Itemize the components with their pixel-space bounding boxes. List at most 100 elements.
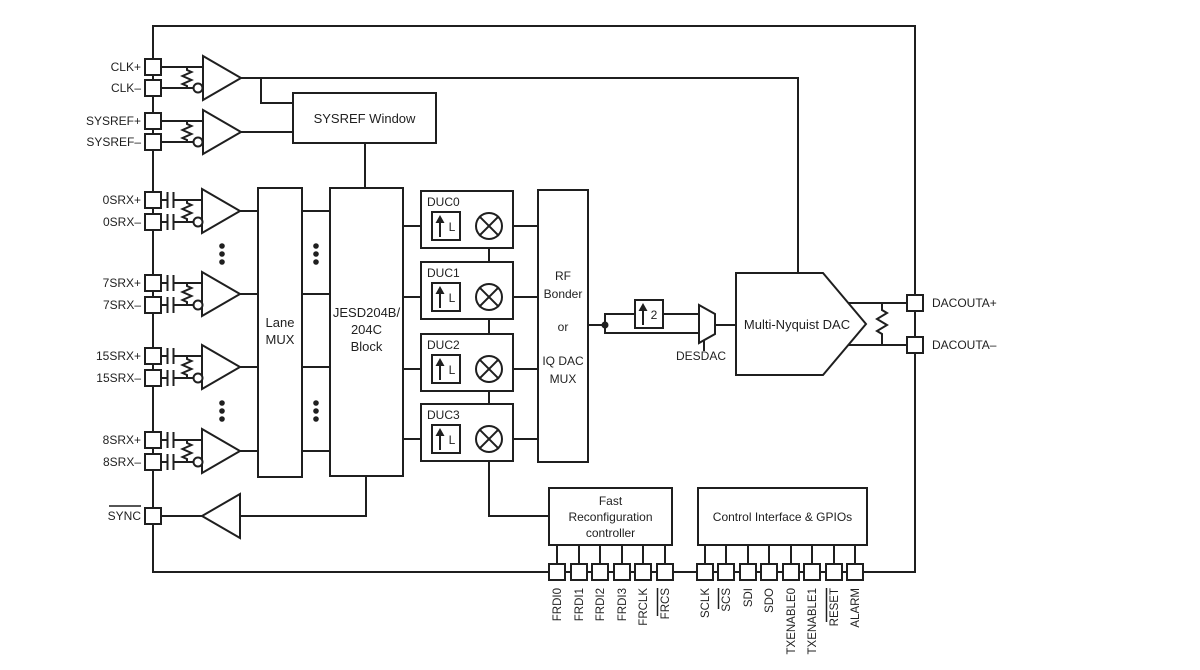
pin-sclk [696, 563, 714, 581]
rf-mux-line2: Bonder [544, 287, 583, 301]
pin-dacouta-plus [906, 294, 924, 312]
multi-nyquist-dac-block: Multi-Nyquist DAC [735, 272, 868, 376]
pin-label-sclk: SCLK [700, 588, 712, 618]
duc0-block: DUC0 L [420, 190, 514, 249]
capacitor-icon [166, 214, 175, 230]
sysref-window-label: SYSREF Window [314, 111, 416, 126]
pin-frdi3 [613, 563, 631, 581]
dac-output-wires [847, 302, 908, 346]
pin-label-8srx-plus: 8SRX+ [103, 433, 141, 447]
ellipsis-dots [219, 243, 319, 422]
duc1-block: DUC1 L [420, 261, 514, 320]
pin-label-clk-plus: CLK+ [111, 60, 141, 74]
inverting-bubble-icon [192, 299, 204, 311]
capacitor-icon [166, 297, 175, 313]
up-arrow-icon [638, 303, 648, 311]
pin-7srx-minus [144, 296, 162, 314]
pin-sysref-plus [144, 112, 162, 130]
inverting-bubble-icon [192, 216, 204, 228]
rf-bonder-mux-block: RF Bonder or IQ DAC MUX [537, 189, 589, 463]
resistor-icon [180, 66, 194, 89]
pin-label-0srx-minus: 0SRX– [103, 215, 141, 229]
srx-wires [160, 199, 259, 463]
interpolator-box [431, 424, 461, 454]
pin-label-frdi3: FRDI3 [617, 588, 629, 621]
fast-reconfig-line2: Reconfiguration [568, 510, 652, 524]
up-arrow-icon [435, 286, 445, 294]
jesd-label-line2: 204C [351, 322, 382, 337]
pin-clk-minus [144, 79, 162, 97]
interpolator-l-label: L [449, 363, 456, 377]
interpolator-l-label: L [449, 220, 456, 234]
fast-reconfig-line1: Fast [599, 494, 623, 508]
sysref-window-block: SYSREF Window [292, 92, 437, 144]
lane-mux-block: Lane MUX [257, 187, 303, 478]
sync-buffer-icon [200, 492, 241, 540]
jesd-label-line3: Block [351, 339, 383, 354]
pin-frclk [634, 563, 652, 581]
pin-frcs [656, 563, 674, 581]
desdac-label: DESDAC [676, 349, 726, 363]
interpolator-box [431, 354, 461, 384]
capacitor-icon [166, 432, 175, 448]
pin-label-8srx-minus: 8SRX– [103, 455, 141, 469]
interpolator-box [431, 282, 461, 312]
pin-15srx-minus [144, 369, 162, 387]
pin-sdo [760, 563, 778, 581]
pin-label-sdo: SDO [764, 588, 776, 613]
pin-8srx-plus [144, 431, 162, 449]
pin-15srx-plus [144, 347, 162, 365]
pin-label-clk-minus: CLK– [111, 81, 141, 95]
lane-mux-label-line2: MUX [266, 332, 295, 347]
duc3-block: DUC3 L [420, 403, 514, 462]
pin-label-15srx-plus: 15SRX+ [96, 349, 141, 363]
interpolator-l-label: L [449, 291, 456, 305]
capacitor-icon [166, 348, 175, 364]
desdac-mux: DESDAC [676, 303, 726, 363]
interpolator-l-label: L [449, 433, 456, 447]
pin-sysref-minus [144, 133, 162, 151]
pin-label-frclk: FRCLK [638, 588, 650, 626]
interpolator-2-label: 2 [651, 308, 658, 322]
dac-label: Multi-Nyquist DAC [744, 317, 850, 332]
rf-mux-line3: or [558, 320, 569, 334]
pin-0srx-minus [144, 213, 162, 231]
fast-reconfig-block: Fast Reconfiguration controller [548, 487, 673, 546]
up-arrow-icon [435, 428, 445, 436]
capacitor-icon [166, 275, 175, 291]
clock-wires [160, 66, 799, 274]
pin-frdi0 [548, 563, 566, 581]
resistor-icon [180, 120, 194, 143]
pin-frdi1 [570, 563, 588, 581]
rf-mux-line5: MUX [550, 372, 577, 386]
termination-resistor-icon [875, 302, 889, 346]
control-interface-label: Control Interface & GPIOs [713, 510, 852, 524]
pin-8srx-minus [144, 453, 162, 471]
pin-label-7srx-minus: 7SRX– [103, 298, 141, 312]
duc2-label: DUC2 [427, 338, 460, 352]
resistor-icon [180, 282, 194, 306]
right-pin-labels: DACOUTA+ DACOUTA– [932, 296, 997, 352]
pin-label-sdi: SDI [743, 588, 755, 607]
pin-label-scs: SCS [721, 588, 733, 612]
up-arrow-icon [435, 215, 445, 223]
duc0-label: DUC0 [427, 195, 460, 209]
input-buffers [192, 54, 243, 540]
pin-scs [717, 563, 735, 581]
pin-label-alarm: ALARM [850, 588, 862, 628]
srx8-buffer-icon [201, 427, 242, 475]
sysref-buffer-icon [202, 108, 243, 156]
pin-label-txenable0: TXENABLE0 [786, 588, 798, 654]
srx15-buffer-icon [201, 343, 242, 391]
capacitor-icon [166, 192, 175, 208]
jesd-label-line1: JESD204B/ [333, 305, 401, 320]
pin-label-15srx-minus: 15SRX– [96, 371, 141, 385]
pin-label-sync: SYNC [108, 509, 142, 523]
pin-txenable0 [782, 563, 800, 581]
pin-label-frdi1: FRDI1 [574, 588, 586, 621]
rf-mux-line4: IQ DAC [542, 354, 584, 368]
pin-frdi2 [591, 563, 609, 581]
junction-dot [601, 321, 609, 329]
